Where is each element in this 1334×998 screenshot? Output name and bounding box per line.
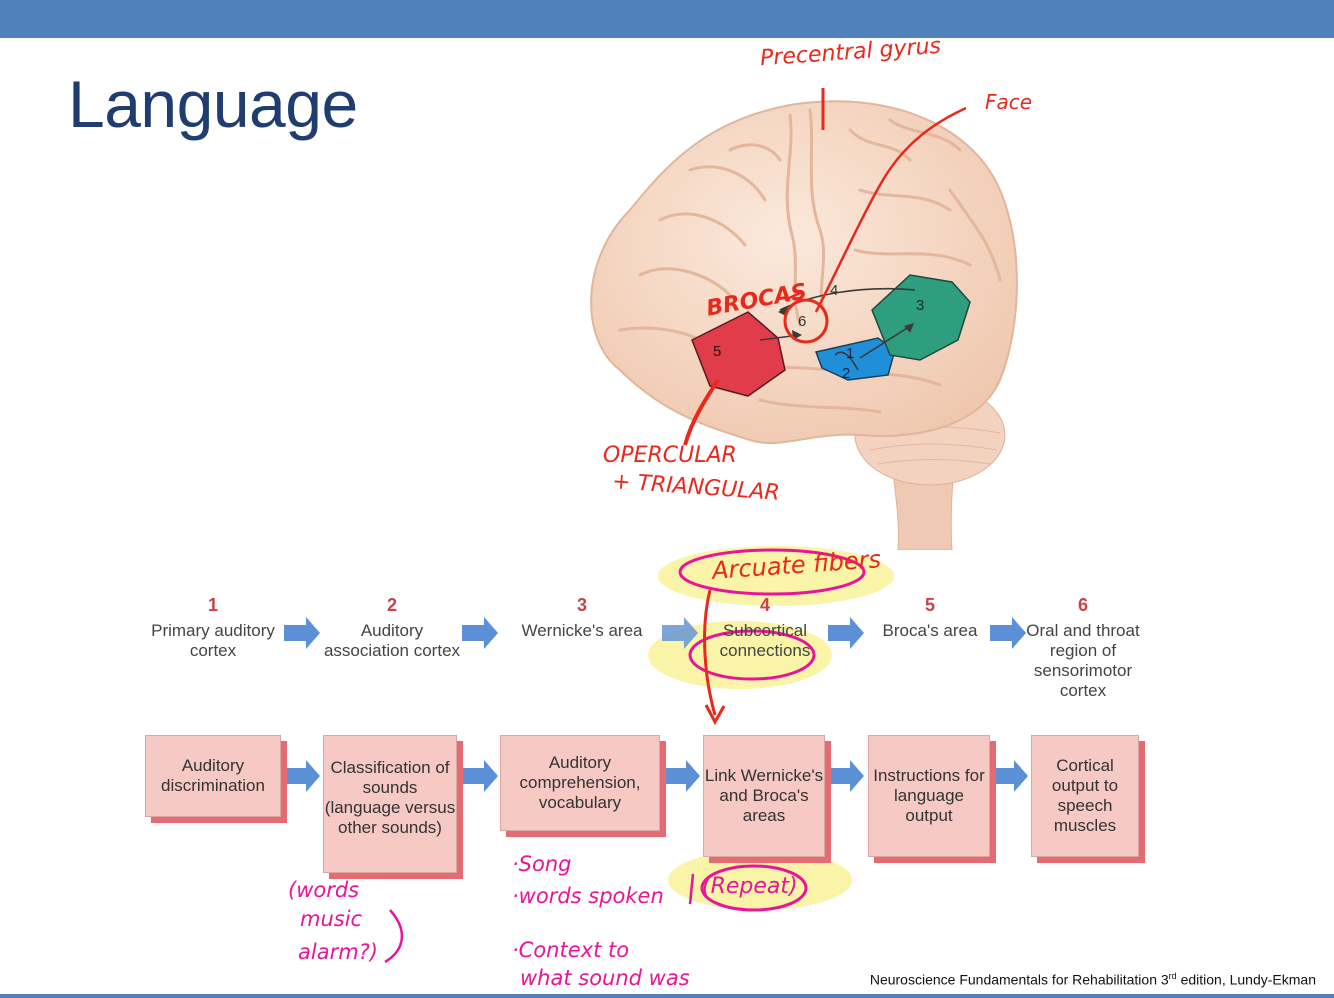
note-words: (words	[288, 878, 360, 902]
note-music: music	[300, 907, 363, 931]
region-number-5: 5	[713, 343, 721, 360]
function-box-cortical-output: Cortical output to speech muscles	[1031, 735, 1139, 857]
function-box-link: Link Wernicke's and Broca's areas	[703, 735, 825, 857]
note-words-spoken: ·words spoken	[512, 884, 664, 908]
source-credit: Neuroscience Fundamentals for Rehabilita…	[869, 971, 1316, 988]
function-box-classification: Classification of sounds (language versu…	[323, 735, 457, 873]
region-number-4: 4	[830, 282, 838, 299]
region-number-2: 2	[842, 365, 850, 382]
region-number-1: 1	[846, 345, 854, 362]
region-number-6: 6	[798, 313, 806, 330]
top-accent-bar	[0, 0, 1334, 38]
note-opercular: OPERCULAR	[603, 443, 737, 468]
brain-illustration: 1 2 3 4 5 6	[590, 100, 1018, 550]
note-context: ·Context to	[512, 938, 630, 962]
slide-title: Language	[68, 67, 358, 141]
note-song: ·Song	[512, 852, 572, 876]
note-alarm: alarm?)	[298, 940, 379, 964]
function-box-auditory-discrimination: Auditory discrimination	[145, 735, 281, 817]
note-face: Face	[985, 90, 1033, 114]
function-box-comprehension: Auditory comprehension, vocabulary	[500, 735, 660, 831]
region-number-3: 3	[916, 297, 924, 314]
note-repeat: (Repeat)	[702, 874, 798, 899]
note-what-sound: what sound was	[520, 966, 690, 990]
function-box-instructions: Instructions for language output	[868, 735, 990, 857]
bottom-accent-bar	[0, 994, 1334, 998]
